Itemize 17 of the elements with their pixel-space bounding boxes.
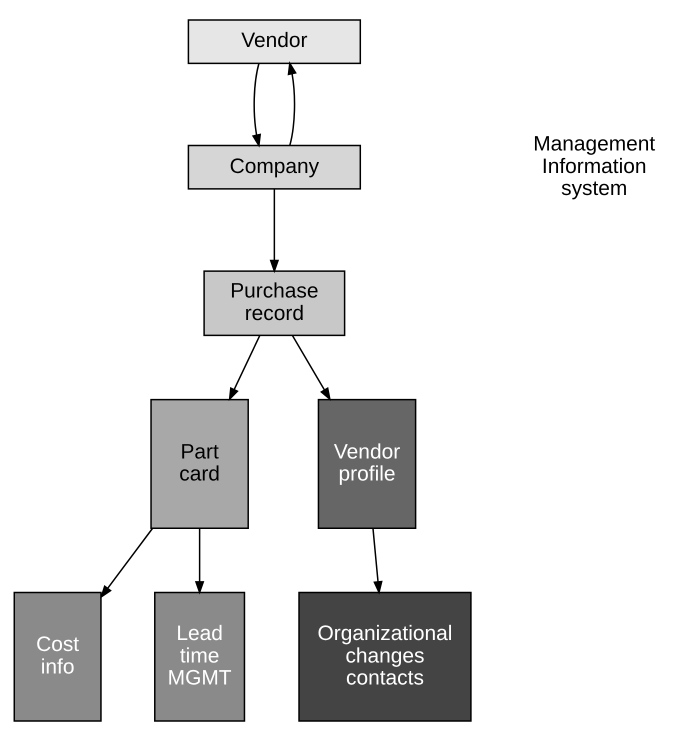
node-box: Part card [150,398,249,528]
arrow [194,528,204,594]
node-box: Purchase record [203,270,346,336]
node-box: Lead time MGMT [154,591,246,722]
arrow [228,334,260,401]
node-box: Vendor profile [318,398,416,528]
arrow [270,188,280,273]
node-box: Vendor [188,18,362,64]
arrow [372,528,383,594]
arrow [100,528,153,598]
label: Management Information system [533,132,656,200]
arrow [252,62,262,148]
arrow [292,334,331,401]
node-box: Company [188,144,362,190]
node-box: Cost info [14,591,102,722]
arrow [288,60,297,146]
node-box: Organizational changes contacts [298,591,472,722]
